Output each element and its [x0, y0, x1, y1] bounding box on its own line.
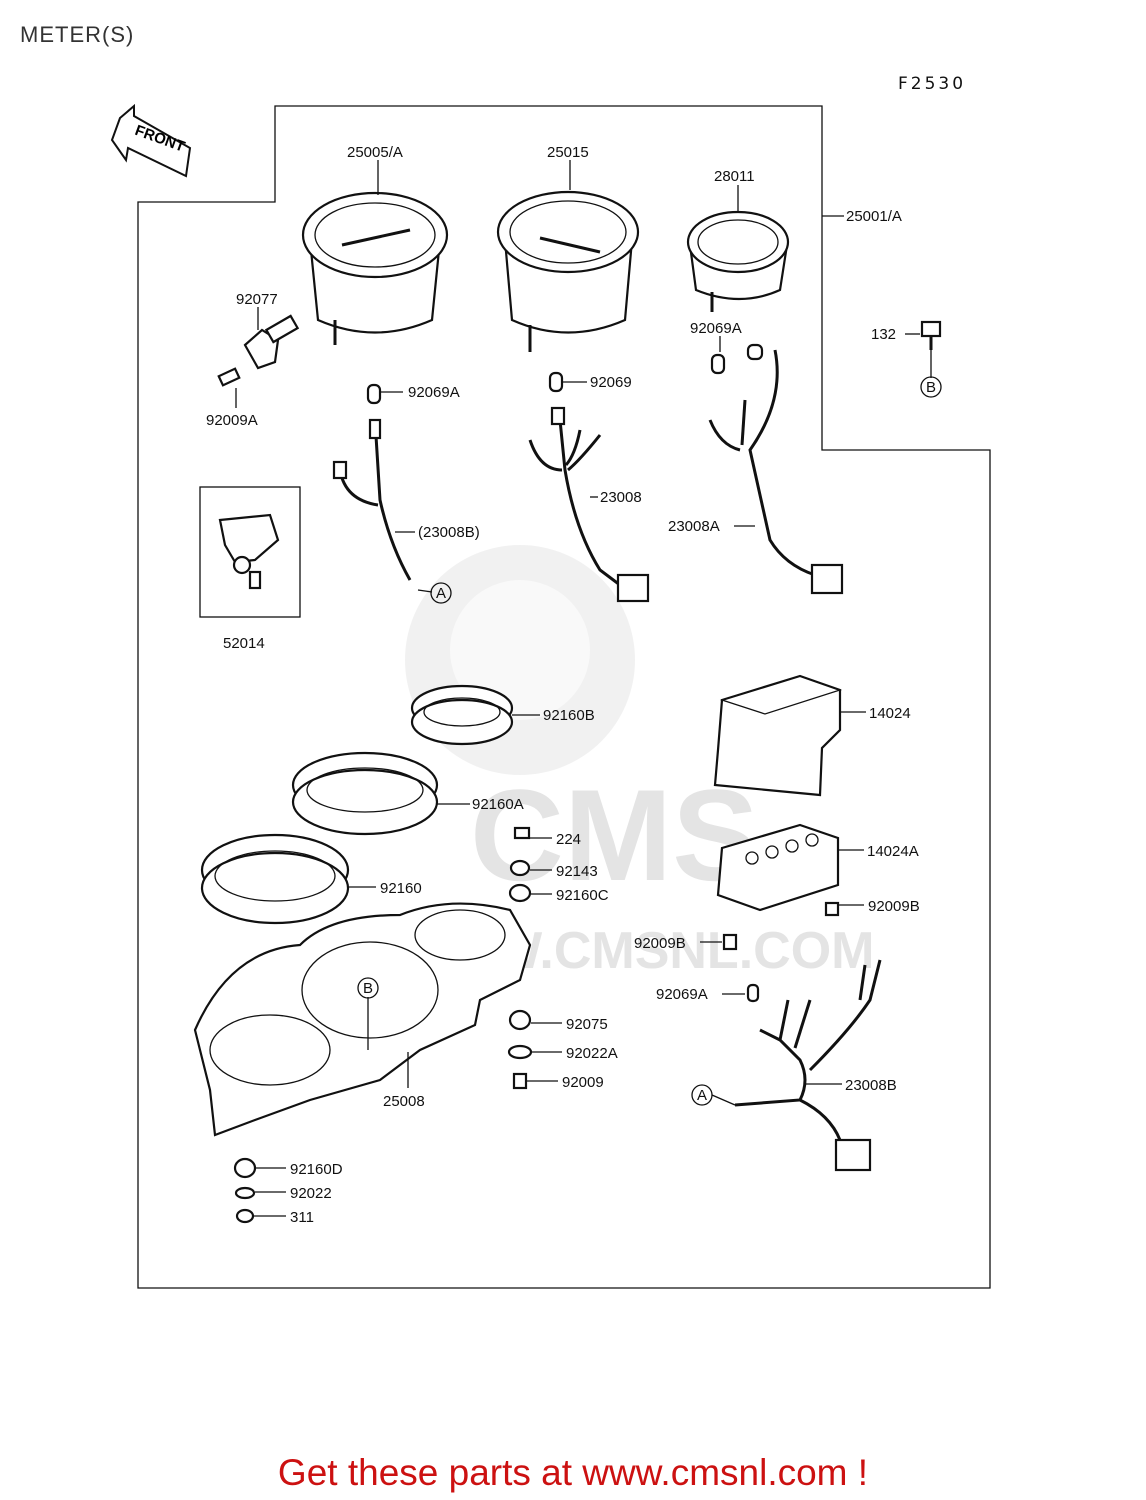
- label-23008B-paren: (23008B): [418, 524, 480, 541]
- label-23008B: 23008B: [845, 1077, 897, 1094]
- page-title: METER(S): [20, 22, 135, 47]
- label-92009B-1: 92009B: [868, 898, 920, 915]
- rubber-ring-92160-icon: [200, 833, 350, 925]
- reference-marker-b: B B: [357, 376, 942, 999]
- label-92022A: 92022A: [566, 1045, 618, 1062]
- front-arrow-icon: FRONT: [110, 103, 192, 178]
- label-92160B: 92160B: [543, 707, 595, 724]
- cable-bracket-icon: [218, 513, 280, 590]
- wire-harness-23008A-icon: [708, 349, 844, 595]
- speedometer-icon: [301, 191, 449, 345]
- cable-adapter-icon: [217, 314, 300, 387]
- figure-code: F2530: [898, 74, 967, 94]
- label-25001A: 25001/A: [846, 208, 902, 225]
- svg-text:B: B: [926, 379, 936, 396]
- label-92009B-2: 92009B: [634, 935, 686, 952]
- leader-lines: [235, 160, 932, 1217]
- label-92075: 92075: [566, 1016, 608, 1033]
- label-92069A-1: 92069A: [408, 384, 460, 401]
- bolt-132-icon: [920, 320, 942, 350]
- svg-text:B: B: [363, 980, 373, 997]
- indicator-cover-icon: [713, 674, 843, 797]
- label-92009: 92009: [562, 1074, 604, 1091]
- label-92160: 92160: [380, 880, 422, 897]
- bulb-icons: [366, 343, 764, 405]
- svg-text:A: A: [436, 585, 446, 602]
- small-hardware-icons: [233, 826, 840, 1224]
- label-23008: 23008: [600, 489, 642, 506]
- reference-marker-a: A A: [430, 582, 713, 1106]
- wire-harness-23008B-icon: [734, 959, 882, 1172]
- wire-harness-left-icon: [332, 418, 412, 581]
- tachometer-icon: [496, 190, 640, 352]
- rubber-ring-92160B-icon: [410, 684, 514, 746]
- label-92160C: 92160C: [556, 887, 609, 904]
- part-labels: 25005/A 25015 28011 25001/A 92077 92009A…: [206, 144, 920, 1226]
- label-92077: 92077: [236, 291, 278, 308]
- part-52014-frame: [199, 486, 301, 618]
- assembly-outline: [137, 105, 991, 1289]
- label-92069A-3: 92069A: [656, 986, 708, 1003]
- meter-bracket-icon: [193, 902, 532, 1137]
- label-92143: 92143: [556, 863, 598, 880]
- label-25008: 25008: [383, 1093, 425, 1110]
- label-92022: 92022: [290, 1185, 332, 1202]
- label-311: 311: [290, 1209, 314, 1226]
- label-14024: 14024: [869, 705, 911, 722]
- svg-text:A: A: [697, 1087, 707, 1104]
- label-92069: 92069: [590, 374, 632, 391]
- label-92160D: 92160D: [290, 1161, 343, 1178]
- label-25015: 25015: [547, 144, 589, 161]
- label-132: 132: [871, 326, 896, 343]
- wire-harness-23008-icon: [528, 406, 650, 603]
- label-25005A: 25005/A: [347, 144, 403, 161]
- label-28011: 28011: [714, 168, 755, 185]
- label-92069A-2: 92069A: [690, 320, 742, 337]
- label-224: 224: [556, 831, 581, 848]
- indicator-base-icon: [716, 823, 840, 912]
- label-14024A: 14024A: [867, 843, 919, 860]
- label-92160A: 92160A: [472, 796, 524, 813]
- label-23008A: 23008A: [668, 518, 720, 535]
- small-gauge-icon: [686, 210, 790, 312]
- label-52014: 52014: [223, 635, 265, 652]
- label-92009A: 92009A: [206, 412, 258, 429]
- promo-link[interactable]: Get these parts at www.cmsnl.com !: [277, 1452, 869, 1493]
- rubber-ring-92160A-icon: [291, 751, 439, 836]
